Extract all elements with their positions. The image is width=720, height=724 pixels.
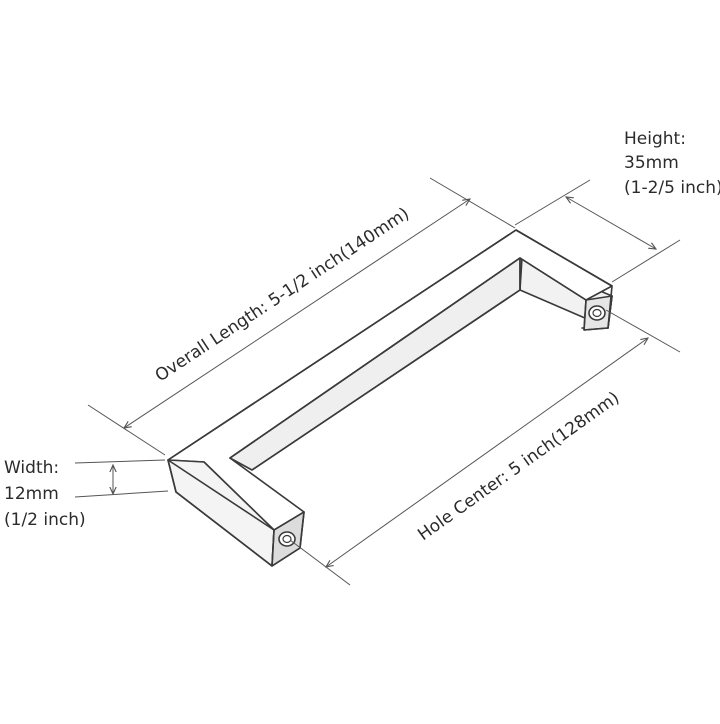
hole-center-label: Hole Center: 5 inch(128mm) (414, 388, 623, 545)
cabinet-handle (167, 229, 613, 567)
extension-line (611, 239, 681, 283)
hole-center-dimension-line (326, 338, 648, 567)
width-label-mm: 12mm (4, 484, 59, 504)
extension-line (514, 179, 591, 226)
overall-length-dimension-line (124, 199, 470, 428)
height-label-inch: (1-2/5 inch) (624, 178, 720, 198)
extension-line (429, 177, 516, 229)
dimension-lines (74, 177, 681, 586)
extension-line (289, 539, 351, 586)
extension-line (605, 309, 681, 353)
extension-line (74, 490, 169, 498)
extension-line (74, 459, 166, 464)
height-label-mm: 35mm (624, 153, 679, 173)
height-dimension-line (566, 197, 656, 249)
width-label-inch: (1/2 inch) (4, 510, 86, 530)
extension-line (87, 404, 166, 456)
width-label-title: Width: (4, 458, 59, 478)
height-label-title: Height: (624, 129, 686, 149)
